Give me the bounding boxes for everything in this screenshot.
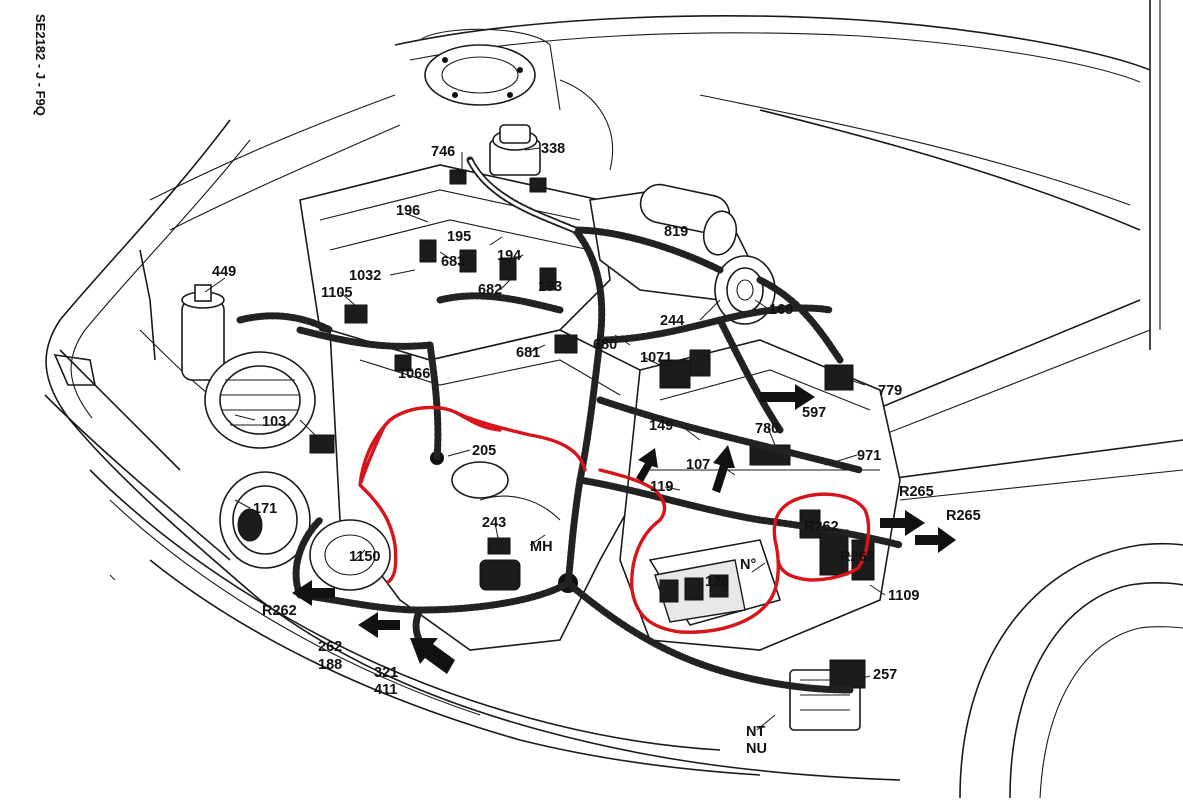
callout-680: 680 (593, 337, 617, 353)
callout-244: 244 (660, 313, 684, 329)
highlight-loops (358, 405, 871, 634)
callout-169: 169 (769, 302, 793, 318)
vehicle-body-outline (44, 0, 1183, 799)
callout-196: 196 (396, 203, 420, 219)
callout-819: 819 (664, 224, 688, 240)
callout-1066: 1066 (398, 366, 430, 382)
callout-683: 683 (441, 254, 465, 270)
callout-780: 780 (755, 421, 779, 437)
callout-779: 779 (878, 383, 902, 399)
highlight-loop-mid (598, 468, 871, 634)
callout-195: 195 (447, 229, 471, 245)
callout-1109: 1109 (888, 588, 919, 604)
callout-1105: 1105 (321, 285, 352, 301)
arrow-r265-upper (880, 510, 925, 536)
callout-681: 681 (516, 345, 540, 361)
callout-r265-upper: R265 (899, 484, 934, 500)
arrow-321-411 (410, 638, 455, 674)
callout-171: 171 (253, 501, 277, 517)
callout-205: 205 (472, 443, 496, 459)
callout-338: 338 (541, 141, 565, 157)
arrow-262-188 (358, 612, 400, 638)
arrow-597 (760, 384, 815, 410)
highlight-loop-left (358, 405, 587, 584)
callout-971: 971 (857, 448, 881, 464)
callout-257: 257 (873, 667, 897, 683)
callout-194: 194 (497, 248, 521, 264)
arrow-119 (636, 448, 658, 482)
callout-r265-lower: R265 (946, 508, 981, 524)
callout-labels: 746 338 196 195 194 683 1032 682 193 819… (212, 141, 981, 757)
callout-mh: MH (530, 539, 553, 555)
callout-321: 321 (374, 665, 398, 681)
callout-1071: 1071 (640, 350, 672, 366)
arrow-107 (712, 445, 735, 493)
callout-149: 149 (649, 418, 673, 434)
callout-103: 103 (262, 414, 286, 430)
callout-262: 262 (318, 639, 342, 655)
callout-1150: 1150 (349, 549, 380, 565)
callout-107: 107 (686, 457, 710, 473)
callout-nt: NT (746, 724, 765, 740)
leader-lines (109, 147, 886, 731)
callout-746: 746 (431, 144, 455, 160)
callout-449: 449 (212, 264, 236, 280)
callout-120: 120 (705, 574, 729, 590)
callout-597: 597 (802, 405, 826, 421)
callout-n-deg: N° (740, 557, 756, 573)
direction-arrows (292, 384, 956, 674)
callout-682: 682 (478, 282, 502, 298)
callout-1032: 1032 (349, 268, 381, 284)
figure-id: SE2182 - J - F9Q (33, 14, 48, 116)
callout-r262-left: R262 (262, 603, 297, 619)
callout-119: 119 (650, 479, 673, 495)
callout-193: 193 (538, 279, 562, 295)
callout-r262-upper: R262 (804, 519, 839, 535)
callout-243: 243 (482, 515, 506, 531)
callout-411: 411 (374, 682, 397, 698)
callout-r262-right: R262 (840, 549, 875, 565)
callout-nu: NU (746, 741, 767, 757)
callout-188: 188 (318, 657, 342, 673)
arrow-r262-left (292, 580, 335, 606)
arrow-r265-lower (915, 527, 956, 553)
